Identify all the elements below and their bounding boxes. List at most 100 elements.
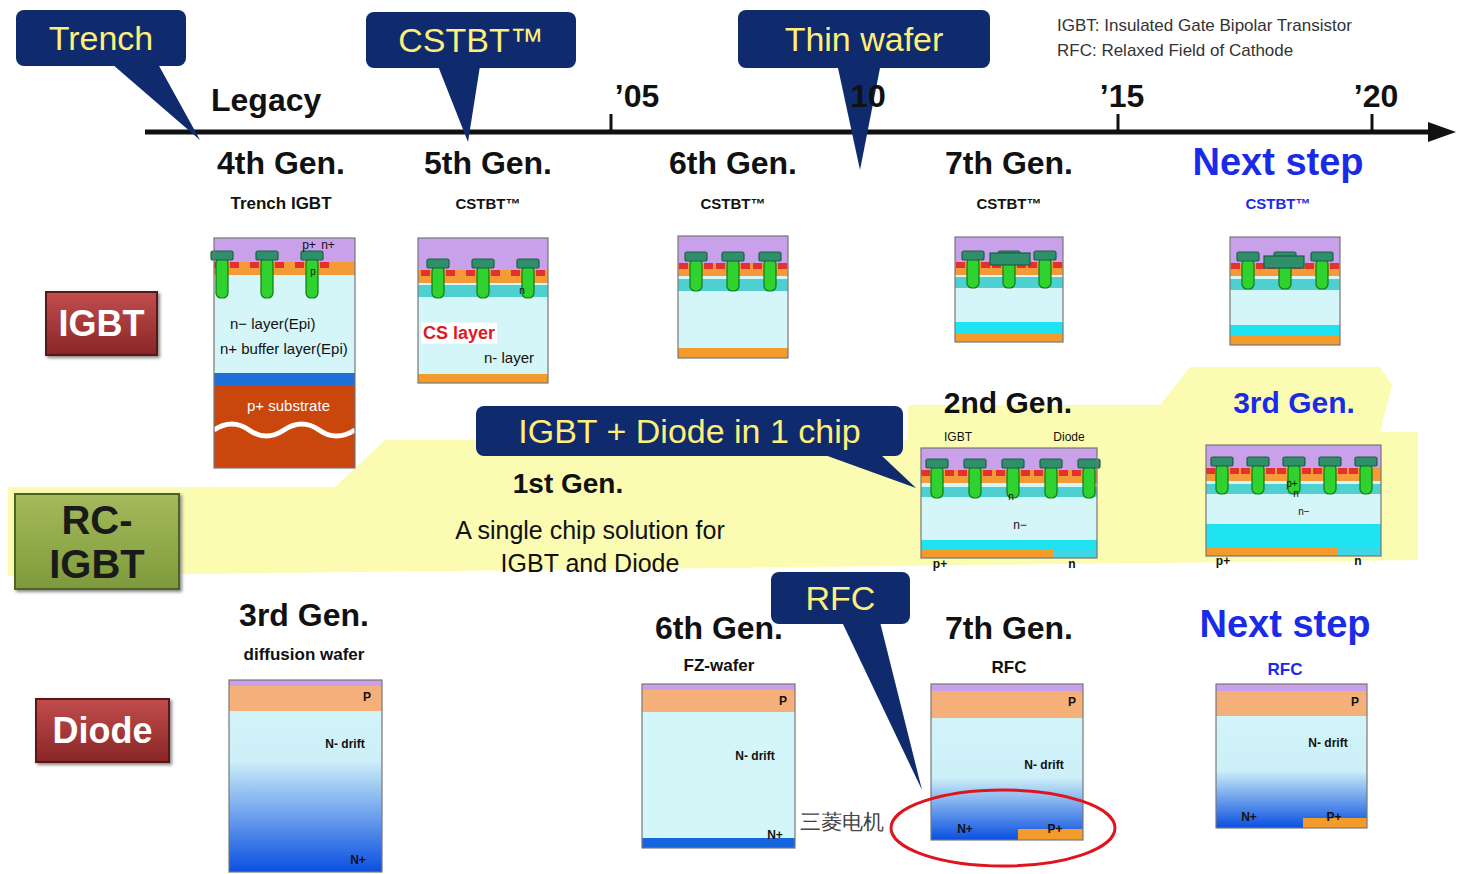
label: P <box>779 695 787 709</box>
label: RFC <box>992 658 1027 678</box>
label: P <box>1351 696 1359 710</box>
chip-layer <box>1053 262 1062 268</box>
chip-layer <box>301 251 323 260</box>
label: P+ <box>1047 823 1062 837</box>
chip-layer <box>418 238 548 383</box>
chip-layer <box>1040 459 1062 468</box>
chip-layer <box>962 251 984 260</box>
label: p+ <box>1216 555 1230 569</box>
chip-layer <box>1330 263 1339 269</box>
chip-layer <box>1242 259 1254 289</box>
chip-layer <box>472 259 494 268</box>
chip-layer <box>1231 263 1240 269</box>
chip-layer <box>678 348 788 358</box>
chip-layer <box>1206 468 1215 474</box>
label: 7th Gen. <box>945 610 1073 647</box>
chip-layer <box>921 549 1053 558</box>
chip-layer <box>229 686 382 711</box>
label: Legacy <box>211 82 321 119</box>
chip-layer <box>1230 237 1340 345</box>
chip-cross-sections <box>211 236 1381 872</box>
chip-layer <box>955 333 1063 342</box>
chip-layer <box>1216 464 1228 494</box>
chip-layer <box>320 262 329 268</box>
chip-layer <box>477 266 489 298</box>
chip-layer <box>1237 252 1259 261</box>
label: RFC <box>1268 660 1303 680</box>
label: RFC: Relaxed Field of Cathode <box>1057 41 1293 61</box>
chip-layer <box>1313 468 1322 474</box>
label: n <box>1354 555 1361 569</box>
label: N+ <box>957 823 973 837</box>
label: n <box>1008 491 1014 503</box>
chip-layer <box>1302 468 1311 474</box>
node-text: IGBT + Diode in 1 chip <box>518 412 860 451</box>
chip-layer <box>306 258 318 298</box>
chip-layer <box>214 238 355 468</box>
chip-layer <box>229 680 382 872</box>
chip-layer <box>1266 468 1275 474</box>
label: n <box>1293 488 1299 500</box>
label: p+ <box>933 558 947 572</box>
label: n+ <box>321 239 335 253</box>
label: n+ buffer layer(Epi) <box>220 340 348 357</box>
label: p+ <box>1286 478 1297 490</box>
chip-layer <box>722 252 744 261</box>
label: N+ <box>350 854 366 868</box>
row-label: Diode <box>35 698 170 763</box>
chip-layer <box>678 236 788 358</box>
chip-layer <box>1355 457 1377 466</box>
chip-layer <box>955 322 1063 333</box>
label: Next step <box>1199 603 1370 647</box>
chip-layer <box>1316 259 1328 289</box>
callout-box: RFC <box>771 572 910 624</box>
chip-layer <box>964 459 986 468</box>
label: IGBT: Insulated Gate Bipolar Transistor <box>1057 16 1352 36</box>
label: 4th Gen. <box>217 145 345 182</box>
label: n- layer <box>484 349 534 366</box>
chip-layer <box>1230 335 1340 345</box>
label: Diode <box>1053 431 1084 445</box>
label: diffusion wafer <box>244 645 365 665</box>
chip-layer <box>704 263 713 269</box>
chip-layer <box>261 258 273 298</box>
node-text: RFC <box>806 579 876 618</box>
label: Next step <box>1192 141 1363 185</box>
chip-layer <box>679 263 688 269</box>
chip-layer <box>1241 468 1250 474</box>
label: ’05 <box>615 78 659 115</box>
label: P <box>363 691 371 705</box>
label: 10 <box>850 78 886 115</box>
timeline-ticks <box>611 114 1372 132</box>
timeline <box>145 130 1432 135</box>
chip-layer <box>1252 464 1264 494</box>
chip-layer <box>1216 684 1367 828</box>
label: p+ <box>302 239 316 253</box>
chip-layer <box>466 270 475 276</box>
label: Trench IGBT <box>230 194 331 214</box>
label: N+ <box>1241 811 1257 825</box>
chip-layer <box>1277 468 1286 474</box>
chip-layer <box>921 470 930 476</box>
chip-layer <box>214 238 355 468</box>
callout-box: Trench <box>16 10 186 66</box>
chip-layer <box>969 466 981 498</box>
chip-layer <box>1247 457 1269 466</box>
chip-layer <box>996 470 1005 476</box>
chip-layer <box>1034 470 1043 476</box>
chip-layer <box>418 238 548 383</box>
label: 三菱电机 <box>800 810 884 834</box>
node-text: RC- IGBT <box>16 498 178 586</box>
label: 7th Gen. <box>945 145 1073 182</box>
label: ’20 <box>1354 78 1398 115</box>
chip-layer <box>491 270 500 276</box>
chip-layer <box>990 253 1030 265</box>
chip-layer <box>921 448 1097 470</box>
chip-layer <box>955 237 1063 342</box>
node-text: Thin wafer <box>785 20 944 59</box>
chip-layer <box>931 684 1083 840</box>
chip-layer <box>432 266 444 298</box>
chip-layer <box>1230 237 1340 345</box>
chip-layer <box>642 684 795 848</box>
chip-layer <box>921 540 1097 549</box>
